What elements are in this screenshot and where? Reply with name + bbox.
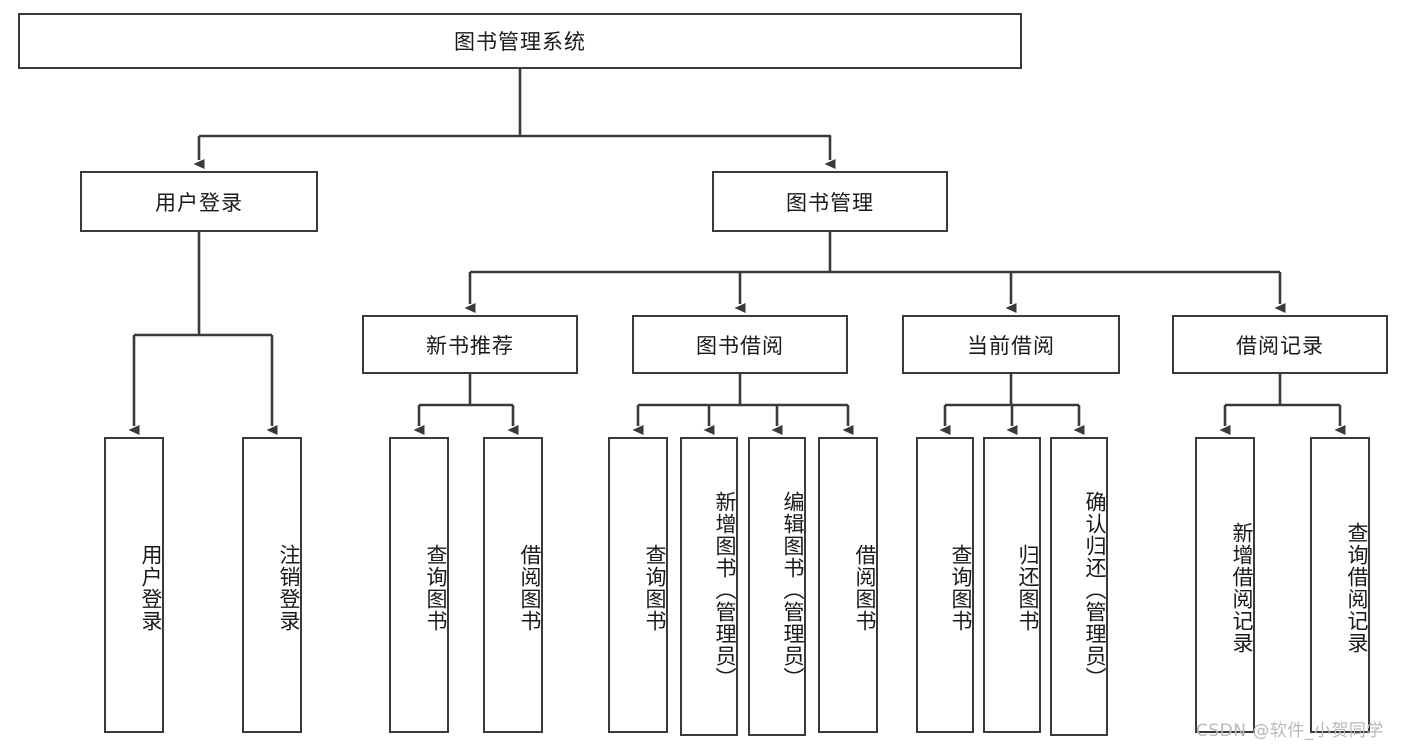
node-user-login[interactable]: 用户登录 xyxy=(80,171,318,232)
node-leaf-query-book-current-label: 查询图书 xyxy=(949,544,973,632)
node-leaf-borrow-book-recommend[interactable]: 借阅图书 xyxy=(483,437,543,733)
csdn-watermark: CSDN @软件_小贺同学 xyxy=(1196,721,1384,741)
node-leaf-edit-book-admin[interactable]: 编辑图书（管理员） xyxy=(748,437,806,736)
node-leaf-borrow-book[interactable]: 借阅图书 xyxy=(818,437,878,733)
node-new-book-recommend[interactable]: 新书推荐 xyxy=(362,315,578,374)
node-leaf-query-borrow-record[interactable]: 查询借阅记录 xyxy=(1310,437,1370,733)
node-leaf-add-book-admin[interactable]: 新增图书（管理员） xyxy=(680,437,738,736)
node-book-borrow-label: 图书借阅 xyxy=(696,333,784,358)
node-leaf-user-login[interactable]: 用户登录 xyxy=(104,437,164,733)
node-borrow-record-label: 借阅记录 xyxy=(1236,333,1324,358)
node-borrow-record[interactable]: 借阅记录 xyxy=(1172,315,1388,374)
node-current-borrow[interactable]: 当前借阅 xyxy=(902,315,1120,374)
node-leaf-user-logout-label: 注销登录 xyxy=(277,544,301,632)
node-leaf-user-logout[interactable]: 注销登录 xyxy=(242,437,302,733)
node-leaf-borrow-book-recommend-label: 借阅图书 xyxy=(518,544,542,632)
node-leaf-query-book-recommend[interactable]: 查询图书 xyxy=(389,437,449,733)
node-current-borrow-label: 当前借阅 xyxy=(967,333,1055,358)
node-book-management[interactable]: 图书管理 xyxy=(712,171,948,232)
node-leaf-return-book[interactable]: 归还图书 xyxy=(983,437,1041,733)
node-leaf-confirm-return-admin-label: 确认归还（管理员） xyxy=(1083,490,1107,689)
node-root[interactable]: 图书管理系统 xyxy=(18,13,1022,69)
node-leaf-add-borrow-record-label: 新增借阅记录 xyxy=(1230,522,1254,654)
node-user-login-label: 用户登录 xyxy=(155,190,243,215)
node-book-management-label: 图书管理 xyxy=(786,190,874,215)
node-leaf-query-book-current[interactable]: 查询图书 xyxy=(916,437,974,733)
node-leaf-query-borrow-record-label: 查询借阅记录 xyxy=(1345,522,1369,654)
node-leaf-query-book-borrow[interactable]: 查询图书 xyxy=(608,437,668,733)
node-leaf-query-book-borrow-label: 查询图书 xyxy=(643,544,667,632)
node-book-borrow[interactable]: 图书借阅 xyxy=(632,315,848,374)
node-leaf-return-book-label: 归还图书 xyxy=(1016,544,1040,632)
node-leaf-edit-book-admin-label: 编辑图书（管理员） xyxy=(781,490,805,689)
node-leaf-query-book-recommend-label: 查询图书 xyxy=(424,544,448,632)
node-leaf-user-login-label: 用户登录 xyxy=(139,544,163,632)
node-leaf-confirm-return-admin[interactable]: 确认归还（管理员） xyxy=(1050,437,1108,736)
node-new-book-recommend-label: 新书推荐 xyxy=(426,333,514,358)
node-leaf-add-book-admin-label: 新增图书（管理员） xyxy=(713,490,737,689)
node-leaf-borrow-book-label: 借阅图书 xyxy=(853,544,877,632)
node-leaf-add-borrow-record[interactable]: 新增借阅记录 xyxy=(1195,437,1255,733)
node-root-label: 图书管理系统 xyxy=(454,30,586,54)
